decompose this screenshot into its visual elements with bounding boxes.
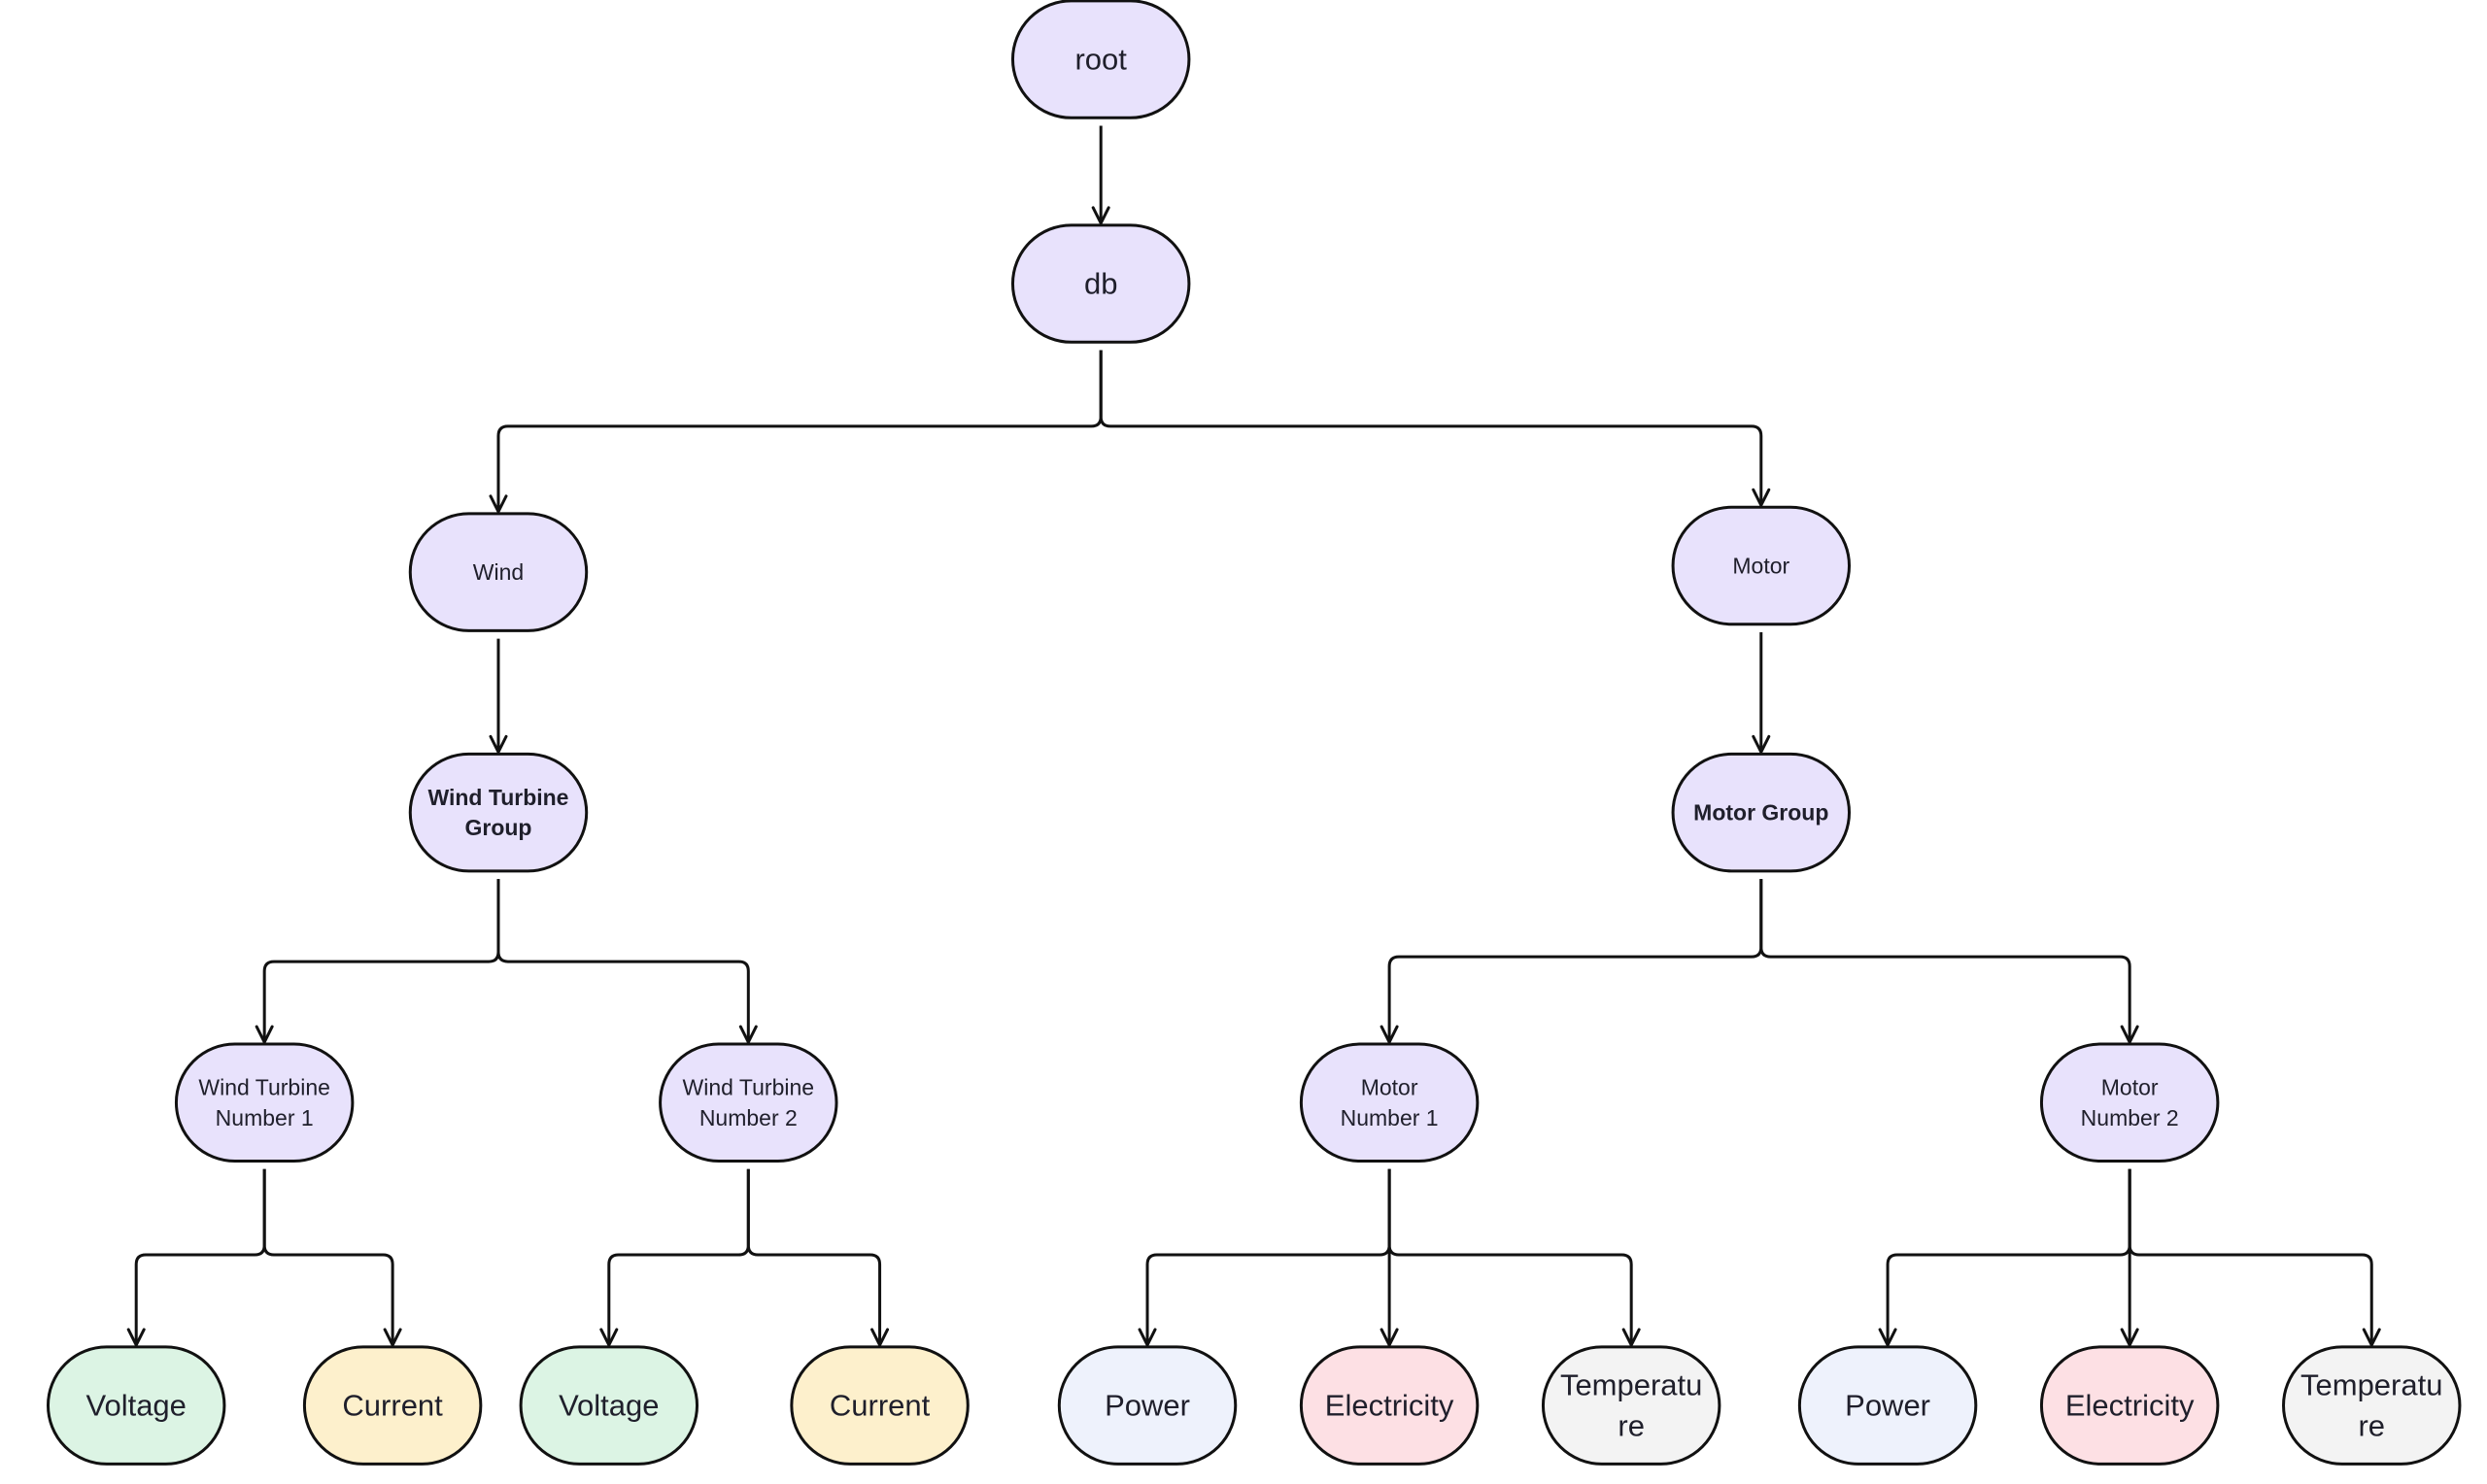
node-shape	[408, 752, 589, 873]
node-label: db	[1084, 267, 1117, 301]
node-label: Wind	[473, 559, 524, 585]
node-m1-temperature: Temperatu re	[1541, 1345, 1721, 1466]
node-m2-electricity: Electricity	[2039, 1345, 2220, 1466]
edge-motor-group-to-motor-number-2	[1759, 879, 2139, 1044]
node-shape	[2039, 1345, 2220, 1466]
node-motor-group: Motor Group	[1671, 752, 1852, 873]
node-label: Motor	[1732, 553, 1789, 578]
node-wt2-voltage: Voltage	[519, 1345, 699, 1466]
edge-wind-turbine-group-to-wind-turbine-number-1	[255, 879, 500, 1044]
node-shape	[1010, 223, 1191, 344]
node-shape	[659, 1042, 838, 1164]
node-label: Motor	[2101, 1075, 2159, 1100]
edge-motor-number-1-to-m1-temperature	[1387, 1168, 1641, 1347]
node-label: Voltage	[85, 1389, 186, 1423]
node-shape	[174, 1042, 355, 1164]
node-label: Wind Turbine	[683, 1075, 815, 1100]
node-shape	[790, 1345, 970, 1466]
edge-wind-turbine-number-2-to-wt2-current	[746, 1168, 890, 1347]
node-shape	[2039, 1042, 2220, 1164]
node-shape	[1010, 0, 1191, 119]
node-m1-power: Power	[1057, 1345, 1238, 1466]
node-shape	[2282, 1345, 2462, 1466]
node-wind: Wind	[408, 512, 589, 632]
node-label: Wind Turbine	[198, 1075, 330, 1100]
node-label: Electricity	[1325, 1389, 1454, 1423]
node-shape	[1671, 752, 1852, 873]
node-label: Number 1	[216, 1105, 314, 1130]
node-shape	[408, 512, 589, 632]
node-label: Temperatu	[2300, 1368, 2442, 1402]
node-label: Motor Group	[1693, 800, 1828, 826]
edges-layer	[126, 125, 2381, 1347]
node-label: Voltage	[559, 1389, 659, 1423]
node-label: Wind Turbine	[427, 785, 568, 810]
node-label: Current	[342, 1389, 443, 1423]
node-label: Group	[464, 815, 531, 840]
node-label: Power	[1845, 1389, 1930, 1423]
edge-db-to-wind	[489, 350, 1103, 514]
node-shape	[302, 1345, 483, 1466]
node-shape	[1299, 1042, 1480, 1164]
edge-wind-turbine-number-1-to-wt1-current	[262, 1168, 402, 1347]
edge-motor-number-2-to-m2-temperature	[2128, 1168, 2381, 1347]
node-shape	[1299, 1345, 1480, 1466]
node-motor: Motor	[1671, 505, 1852, 626]
node-shape	[1057, 1345, 1238, 1466]
node-db: db	[1010, 223, 1191, 344]
node-label: Temperatu	[1560, 1368, 1702, 1402]
node-label: Power	[1105, 1389, 1190, 1423]
edge-motor-number-2-to-m2-power	[1878, 1168, 2131, 1347]
node-shape	[1671, 505, 1852, 626]
edge-motor-number-1-to-m1-power	[1138, 1168, 1391, 1347]
node-label: root	[1074, 43, 1127, 77]
node-wt2-current: Current	[790, 1345, 970, 1466]
node-label: Number 1	[1341, 1105, 1439, 1130]
edge-wind-turbine-group-to-wind-turbine-number-2	[496, 879, 758, 1044]
node-label: Electricity	[2065, 1389, 2195, 1423]
node-label: Current	[830, 1389, 931, 1423]
node-wt1-current: Current	[302, 1345, 483, 1466]
edge-wind-turbine-number-1-to-wt1-voltage	[126, 1168, 266, 1347]
node-m2-temperature: Temperatu re	[2282, 1345, 2462, 1466]
node-m1-electricity: Electricity	[1299, 1345, 1480, 1466]
node-label: re	[2358, 1409, 2385, 1443]
node-label: Number 2	[2081, 1105, 2179, 1130]
node-root: root	[1010, 0, 1191, 119]
edge-motor-group-to-motor-number-1	[1380, 879, 1763, 1044]
node-wt1-voltage: Voltage	[46, 1345, 226, 1466]
node-m2-power: Power	[1797, 1345, 1978, 1466]
node-label: re	[1618, 1409, 1645, 1443]
edge-db-to-motor	[1099, 350, 1771, 507]
node-shape	[46, 1345, 226, 1466]
node-shape	[519, 1345, 699, 1466]
node-shape	[1541, 1345, 1721, 1466]
edge-wind-turbine-number-2-to-wt2-voltage	[599, 1168, 750, 1347]
node-label: Number 2	[699, 1105, 798, 1130]
node-shape	[1797, 1345, 1978, 1466]
node-label: Motor	[1361, 1075, 1418, 1100]
